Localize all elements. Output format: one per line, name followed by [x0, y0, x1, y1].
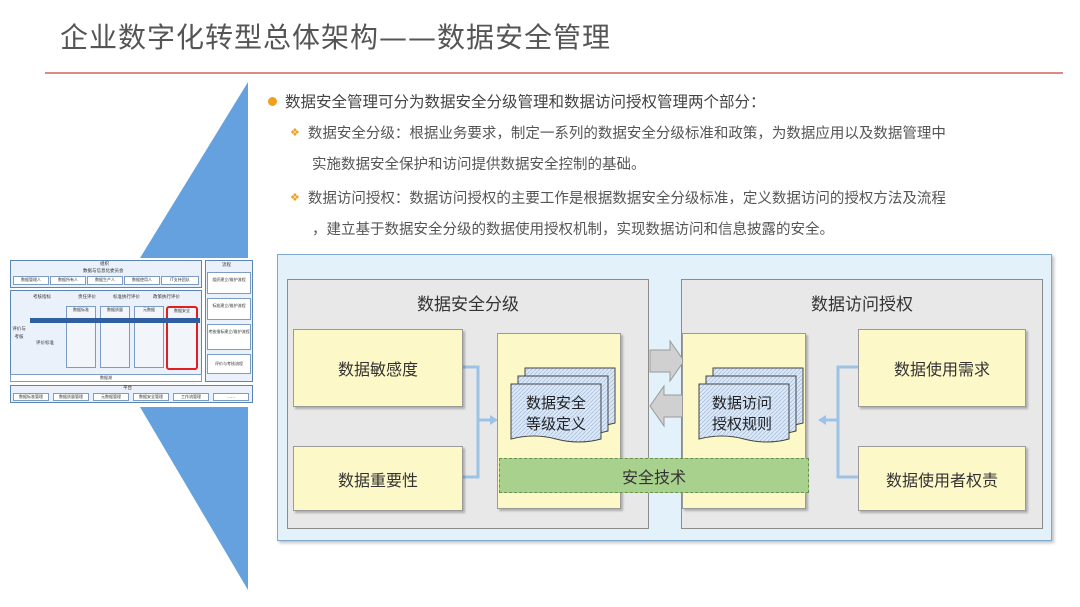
funnel-bottom — [140, 407, 248, 590]
thumb-role: 数据所有人 — [50, 276, 86, 285]
thumb-col: 元数据 — [134, 306, 164, 368]
thumb-col: 数据标准 — [66, 306, 96, 368]
thumb-datalake: 数据湖 — [10, 374, 202, 382]
doc-right-line2: 授权规则 — [711, 415, 772, 433]
connector-line — [836, 420, 858, 479]
thumb-platform-item: 工作流管理 — [173, 393, 209, 401]
connector-arrowhead — [490, 415, 498, 425]
classification-panel-title: 数据安全分级 — [417, 295, 519, 315]
main-bullet: 数据安全管理可分为数据安全分级管理和数据访问授权管理两个部分： — [268, 90, 766, 112]
doc-left-text: 数据安全 等级定义 — [511, 393, 601, 435]
thumb-assess: 考核指标 — [33, 295, 51, 300]
thumb-bar — [30, 318, 200, 323]
connector-line — [463, 420, 480, 479]
orange-dot-icon — [268, 96, 277, 106]
sub1-line1: 数据安全分级：根据业务要求，制定一系列的数据安全分级标准和政策，为数据应用以及数… — [307, 126, 946, 142]
thumb-side: 评价与考核流程 — [207, 354, 251, 374]
funnel-top — [140, 82, 248, 258]
thumb-side: 考核指标建立/维护流程 — [207, 324, 251, 350]
connector-arrowhead — [818, 415, 826, 425]
thumb-side: 标准建立/维护流程 — [207, 298, 251, 320]
sub-bullet-authorization: ❖ 数据访问授权：数据访问授权的主要工作是根据数据安全分级标准，定义数据访问的授权… — [290, 184, 1050, 246]
page-title: 企业数字化转型总体架构——数据安全管理 — [60, 21, 612, 54]
thumb-platform-item: 数据标准管理 — [13, 393, 49, 401]
thumb-col: 数据质量 — [100, 306, 130, 368]
thumb-role: IT支持团队 — [161, 276, 199, 285]
doc-right-text: 数据访问 授权规则 — [697, 393, 787, 435]
diamond-bullet-icon: ❖ — [290, 191, 300, 204]
thumb-role: 数据使用人 — [124, 276, 160, 285]
thumb-platform-item: 数据质量管理 — [53, 393, 89, 401]
connector-line — [463, 365, 490, 422]
security-diagram: 数据安全分级 数据访问授权 — [277, 254, 1052, 541]
doc-left-line1: 数据安全 — [525, 394, 586, 412]
thumb-platform-item: 元数据管理 — [93, 393, 129, 401]
thumb-col-highlight: 数据安全 — [166, 306, 198, 370]
thumb-process: 流程 — [222, 263, 231, 268]
thumb-org-label: 组织 — [100, 262, 109, 267]
sub1-line2: 实施数据安全保护和访问提供数据安全控制的基础。 — [312, 157, 646, 173]
sub2-line2: ，建立基于数据安全分级的数据使用授权机制，实现数据访问和信息披露的安全。 — [312, 222, 834, 238]
main-bullet-text: 数据安全管理可分为数据安全分级管理和数据访问授权管理两个部分： — [285, 93, 766, 111]
thumb-policy-eval: 政策执行评价 — [153, 295, 180, 300]
architecture-thumbnail: 组织 数据与信息化委员会 数据管理人 数据所有人 数据生产人 数据使用人 IT支… — [8, 258, 255, 405]
sub2-line1: 数据访问授权：数据访问授权的主要工作是根据数据安全分级标准，定义数据访问的授权方… — [307, 191, 946, 207]
thumb-platform-item: 数据安全管理 — [133, 393, 169, 401]
authorization-panel-title: 数据访问授权 — [811, 295, 913, 315]
sub-bullet-classification: ❖ 数据安全分级：根据业务要求，制定一系列的数据安全分级标准和政策，为数据应用以及… — [290, 119, 1050, 181]
diamond-bullet-icon: ❖ — [290, 126, 300, 139]
importance-box: 数据重要性 — [293, 446, 463, 511]
thumb-eval-std: 评价标准 — [36, 341, 54, 346]
thumb-side: 组织建立/维护流程 — [207, 272, 251, 294]
thumb-role: 数据生产人 — [87, 276, 123, 285]
thumb-committee: 数据与信息化委员会 — [83, 269, 124, 274]
title-divider — [45, 72, 1063, 74]
security-tech-bar: 安全技术 — [499, 458, 809, 493]
user-rights-box: 数据使用者权责 — [858, 446, 1026, 511]
doc-right-line1: 数据访问 — [711, 394, 772, 412]
usage-demand-box: 数据使用需求 — [858, 329, 1026, 407]
thumb-std-eval: 标准执行评价 — [113, 295, 140, 300]
thumb-resp-eval: 责任评价 — [78, 295, 96, 300]
connector-line — [826, 365, 858, 422]
arrow-right-icon — [649, 339, 685, 383]
thumb-platform: 平台 — [123, 386, 132, 391]
doc-left-line2: 等级定义 — [525, 415, 586, 433]
thumb-platform-item: …… — [213, 393, 249, 401]
thumb-role: 数据管理人 — [13, 276, 49, 285]
arrow-left-icon — [649, 384, 685, 428]
thumb-eval-label: 评价与考核 — [12, 327, 26, 340]
sensitivity-box: 数据敏感度 — [293, 329, 463, 407]
